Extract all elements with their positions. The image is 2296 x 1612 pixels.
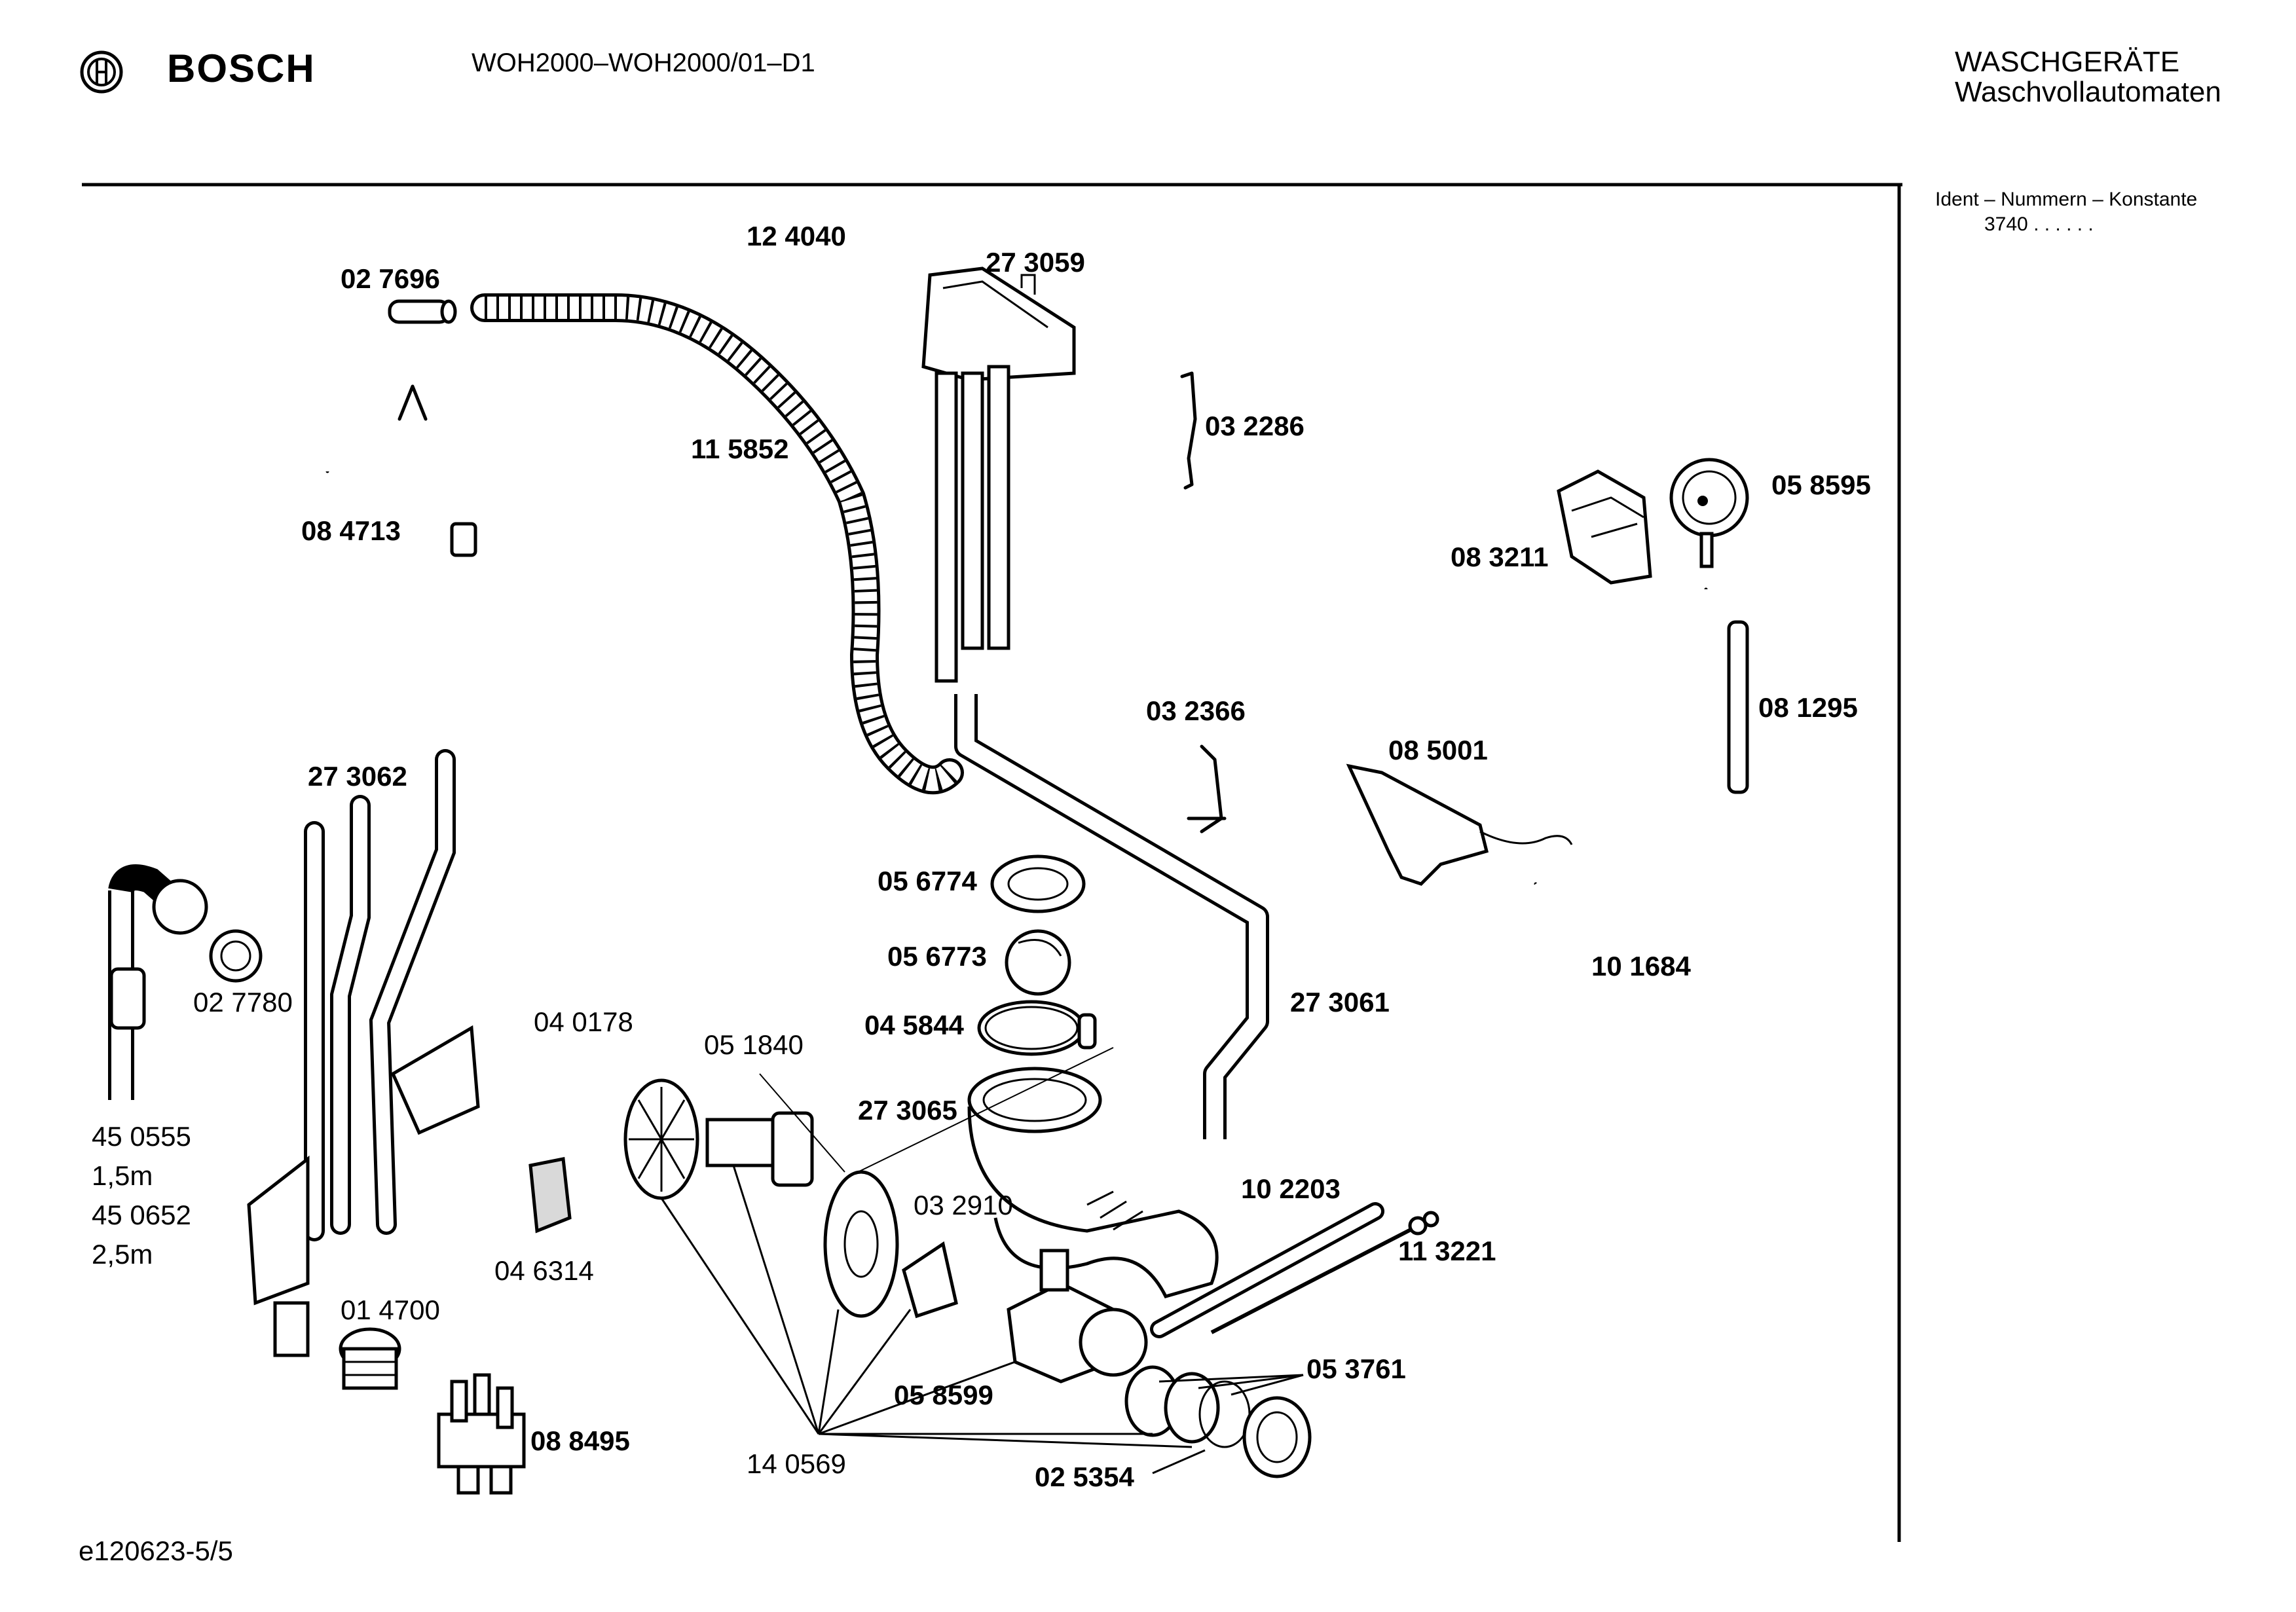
- part-tubes-273062: [304, 749, 456, 1241]
- label-273065: 27 3065: [858, 1095, 957, 1126]
- brand-name: BOSCH: [167, 46, 316, 90]
- part-sump-hose-273065: [967, 1067, 1219, 1298]
- footer-code: e120623-5/5: [79, 1535, 233, 1566]
- label-025354: 02 5354: [1035, 1461, 1134, 1492]
- leader-lines: [660, 1047, 1304, 1475]
- label-273061: 27 3061: [1290, 987, 1390, 1017]
- ident-value: 3740 . . . . . .: [1984, 213, 2094, 235]
- label-140569: 14 0569: [747, 1448, 846, 1479]
- label-058595: 05 8595: [1771, 469, 1871, 500]
- label-124040: 12 4040: [747, 221, 846, 251]
- part-tube-273061: [954, 694, 1269, 1139]
- label-088495: 08 8495: [530, 1425, 630, 1456]
- label-027780: 02 7780: [193, 987, 293, 1017]
- part-rod-113221: [1210, 1211, 1439, 1334]
- part-046314: [528, 1157, 572, 1234]
- part-cup: [902, 1241, 958, 1319]
- part-seals-053761: [1124, 1365, 1251, 1448]
- part-disc-032910: [823, 1170, 899, 1318]
- label-len2: 2,5m: [92, 1239, 153, 1270]
- label-115852: 11 5852: [691, 433, 789, 464]
- part-valve-088495: [437, 1373, 526, 1495]
- label-056773: 05 6773: [887, 941, 987, 972]
- part-impeller-040178: [623, 1078, 699, 1200]
- part-clamp-045844: [977, 1000, 1097, 1056]
- label-053761: 05 3761: [1306, 1353, 1406, 1384]
- label-040178: 04 0178: [534, 1006, 633, 1037]
- part-pressure-switch-058595: [1669, 458, 1749, 568]
- part-mounting-plate: [247, 1155, 310, 1306]
- subcategory-title: Waschvollautomaten: [1955, 76, 2221, 108]
- part-inlet-hose-450555: [108, 864, 208, 1100]
- part-clip-032286: [1180, 371, 1197, 490]
- label-450652: 45 0652: [92, 1200, 191, 1230]
- bosch-logo-icon: [79, 49, 124, 98]
- part-bracket-083211: [1557, 469, 1652, 585]
- part-filter-cap-025354: [1242, 1396, 1312, 1478]
- part-small-bracket: [390, 1025, 480, 1135]
- label-113221: 11 3221: [1398, 1236, 1496, 1266]
- label-len1: 1,5m: [92, 1160, 153, 1191]
- label-450555: 45 0555: [92, 1121, 191, 1152]
- part-spring-014700: [339, 1327, 401, 1390]
- part-hose-holder-084713: [325, 384, 477, 557]
- label-032286: 03 2286: [1205, 411, 1305, 441]
- label-101684: 10 1684: [1591, 951, 1691, 981]
- label-032910: 03 2910: [914, 1190, 1013, 1220]
- part-dispenser-hose-273059: [921, 266, 1076, 683]
- label-081295: 08 1295: [1758, 692, 1858, 723]
- label-058599: 05 8599: [894, 1380, 993, 1410]
- part-corrugated-hose-115852: [470, 293, 964, 795]
- label-046314: 04 6314: [494, 1255, 594, 1286]
- ident-title: Ident – Nummern – Konstante: [1935, 189, 2198, 210]
- label-273059: 27 3059: [986, 247, 1085, 278]
- label-032366: 03 2366: [1146, 695, 1246, 726]
- label-045844: 04 5844: [864, 1010, 964, 1040]
- part-connector-027696: [388, 299, 457, 324]
- part-seal-056774: [990, 854, 1086, 913]
- label-014700: 01 4700: [341, 1294, 440, 1325]
- label-273062: 27 3062: [308, 761, 407, 792]
- category-title: WASCHGERÄTE: [1955, 46, 2180, 78]
- part-pump-housing-058599: [1007, 1249, 1148, 1383]
- part-hose-101684: [1534, 587, 1708, 945]
- part-small-plate: [273, 1301, 310, 1357]
- label-056774: 05 6774: [878, 866, 977, 896]
- model-number: WOH2000–WOH2000/01–D1: [472, 48, 815, 77]
- label-083211: 08 3211: [1451, 541, 1549, 572]
- label-102203: 10 2203: [1241, 1173, 1341, 1204]
- label-027696: 02 7696: [341, 263, 440, 294]
- label-084713: 08 4713: [301, 515, 401, 546]
- part-filter-027780: [209, 929, 263, 983]
- label-085001: 08 5001: [1388, 735, 1488, 765]
- part-motor-051840: [705, 1111, 814, 1187]
- part-tube-081295: [1727, 620, 1749, 794]
- part-bracket-085001: [1346, 763, 1573, 886]
- part-holder-032366: [1187, 744, 1227, 833]
- label-051840: 05 1840: [704, 1029, 804, 1060]
- part-ball-056773: [1005, 929, 1071, 996]
